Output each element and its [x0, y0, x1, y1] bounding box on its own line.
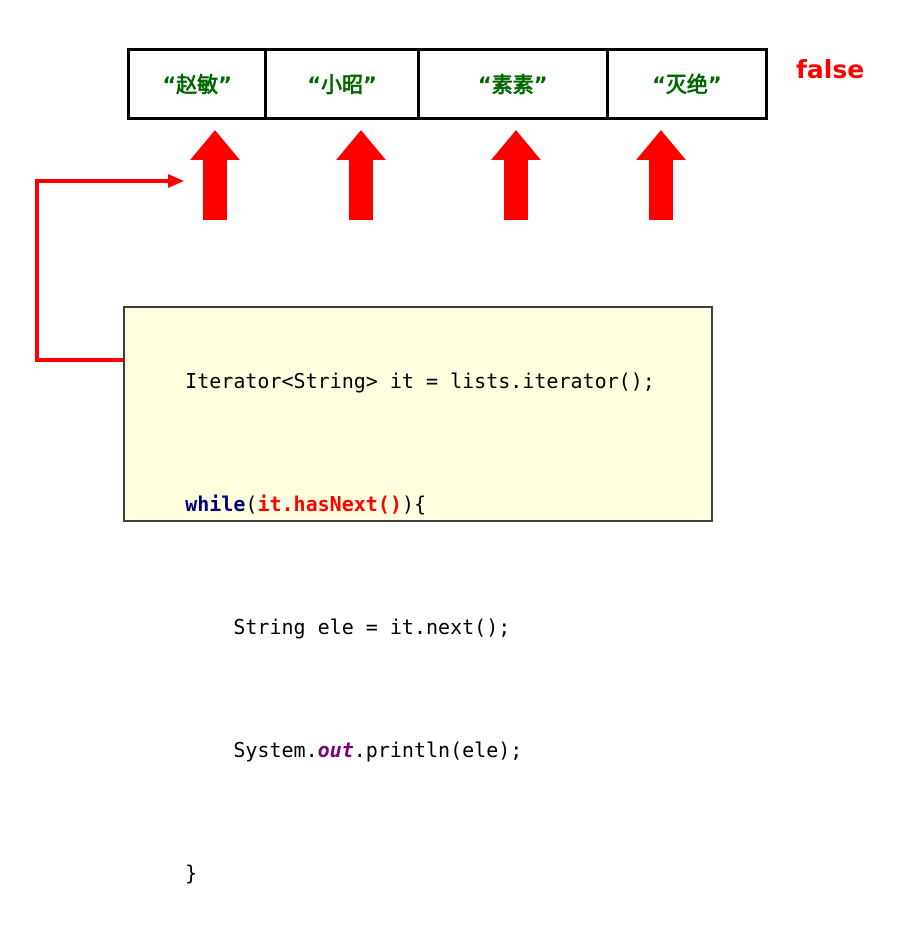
pointer-arrow-2	[336, 130, 386, 220]
array-cell[interactable]: “素素”	[419, 51, 609, 117]
code-segment: Iterator<String> it = lists.iterator();	[185, 369, 655, 393]
array-cell[interactable]: “小昭”	[267, 51, 420, 117]
code-segment: ){	[401, 492, 427, 516]
code-segment: System.	[185, 738, 318, 762]
code-keyword-while: while	[185, 492, 246, 516]
code-call-hasnext: it.hasNext()	[257, 492, 402, 516]
code-segment: (	[245, 492, 258, 516]
code-line-1: Iterator<String> it = lists.iterator();	[137, 320, 701, 443]
collection-array: “赵敏” “小昭” “素素” “灭绝”	[127, 48, 768, 120]
pointer-arrow-4	[636, 130, 686, 220]
code-segment: .println(ele);	[353, 738, 523, 762]
code-block: Iterator<String> it = lists.iterator(); …	[123, 306, 713, 885]
code-line-3: String ele = it.next();	[137, 566, 701, 689]
pointer-arrow-1	[190, 130, 240, 220]
code-line-4: System.out.println(ele);	[137, 689, 701, 812]
array-cell[interactable]: “赵敏”	[130, 51, 268, 117]
code-segment: String ele = it.next();	[185, 615, 511, 639]
array-cell[interactable]: “灭绝”	[608, 51, 765, 117]
code-line-2: while(it.hasNext()){	[137, 443, 701, 566]
pointer-arrow-3	[491, 130, 541, 220]
loop-back-connector	[28, 170, 228, 370]
false-label: false	[796, 55, 865, 84]
code-line-5: }	[137, 812, 701, 935]
code-field-out: out	[317, 738, 354, 762]
code-segment: }	[185, 861, 198, 885]
